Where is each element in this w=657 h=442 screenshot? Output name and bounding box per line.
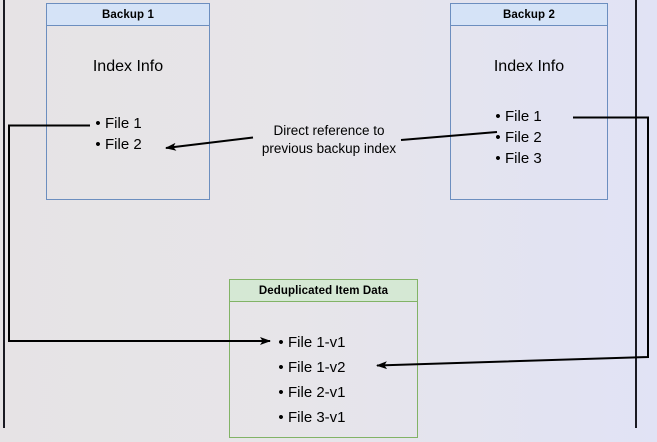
bullet-icon: •	[278, 334, 284, 351]
list-item: •File 1-v2	[274, 355, 346, 380]
connector-caption: Direct reference to previous backup inde…	[243, 122, 415, 158]
deduplicated-item-data-body: •File 1-v1 •File 1-v2 •File 2-v1 •File 3…	[230, 302, 417, 437]
bullet-icon: •	[95, 136, 101, 153]
backup-2-header: Backup 2	[451, 4, 607, 26]
bullet-icon: •	[95, 115, 101, 132]
bullet-icon: •	[278, 359, 284, 376]
backup-2-box[interactable]: Backup 2 Index Info •File 1 •File 2 •Fil…	[450, 3, 608, 200]
caption-line-1: Direct reference to	[273, 123, 385, 138]
list-item: •File 3	[491, 148, 542, 169]
dedup-item-1: File 1-v2	[288, 359, 346, 376]
backup-1-item-0: File 1	[105, 115, 142, 132]
canvas-right-border	[635, 0, 637, 428]
deduplicated-item-data-header: Deduplicated Item Data	[230, 280, 417, 302]
dedup-item-3: File 3-v1	[288, 409, 346, 426]
list-item: •File 1	[491, 106, 542, 127]
deduplicated-item-data-box[interactable]: Deduplicated Item Data •File 1-v1 •File …	[229, 279, 418, 438]
dedup-item-0: File 1-v1	[288, 334, 346, 351]
list-item: •File 3-v1	[274, 405, 346, 430]
bullet-icon: •	[495, 108, 501, 125]
backup-2-body: Index Info •File 1 •File 2 •File 3	[451, 26, 607, 199]
backup-1-header: Backup 1	[47, 4, 209, 26]
list-item: •File 1	[91, 113, 142, 134]
bullet-icon: •	[495, 150, 501, 167]
backup-1-body: Index Info •File 1 •File 2	[47, 26, 209, 199]
backup-1-file-list: •File 1 •File 2	[91, 113, 142, 155]
backup-2-subtitle: Index Info	[493, 58, 565, 75]
list-item: •File 2-v1	[274, 380, 346, 405]
bullet-icon: •	[278, 384, 284, 401]
caption-line-2: previous backup index	[261, 141, 397, 156]
dedup-file-list: •File 1-v1 •File 1-v2 •File 2-v1 •File 3…	[274, 330, 346, 430]
bullet-icon: •	[495, 129, 501, 146]
backup-2-item-1: File 2	[505, 129, 542, 146]
backup-1-box[interactable]: Backup 1 Index Info •File 1 •File 2	[46, 3, 210, 200]
backup-1-subtitle: Index Info	[92, 58, 164, 75]
backup-1-item-1: File 2	[105, 136, 142, 153]
backup-2-item-2: File 3	[505, 150, 542, 167]
backup-2-file-list: •File 1 •File 2 •File 3	[491, 106, 542, 169]
list-item: •File 1-v1	[274, 330, 346, 355]
bullet-icon: •	[278, 409, 284, 426]
list-item: •File 2	[91, 134, 142, 155]
list-item: •File 2	[491, 127, 542, 148]
dedup-item-2: File 2-v1	[288, 384, 346, 401]
canvas-left-border	[3, 0, 5, 428]
backup-2-item-0: File 1	[505, 108, 542, 125]
